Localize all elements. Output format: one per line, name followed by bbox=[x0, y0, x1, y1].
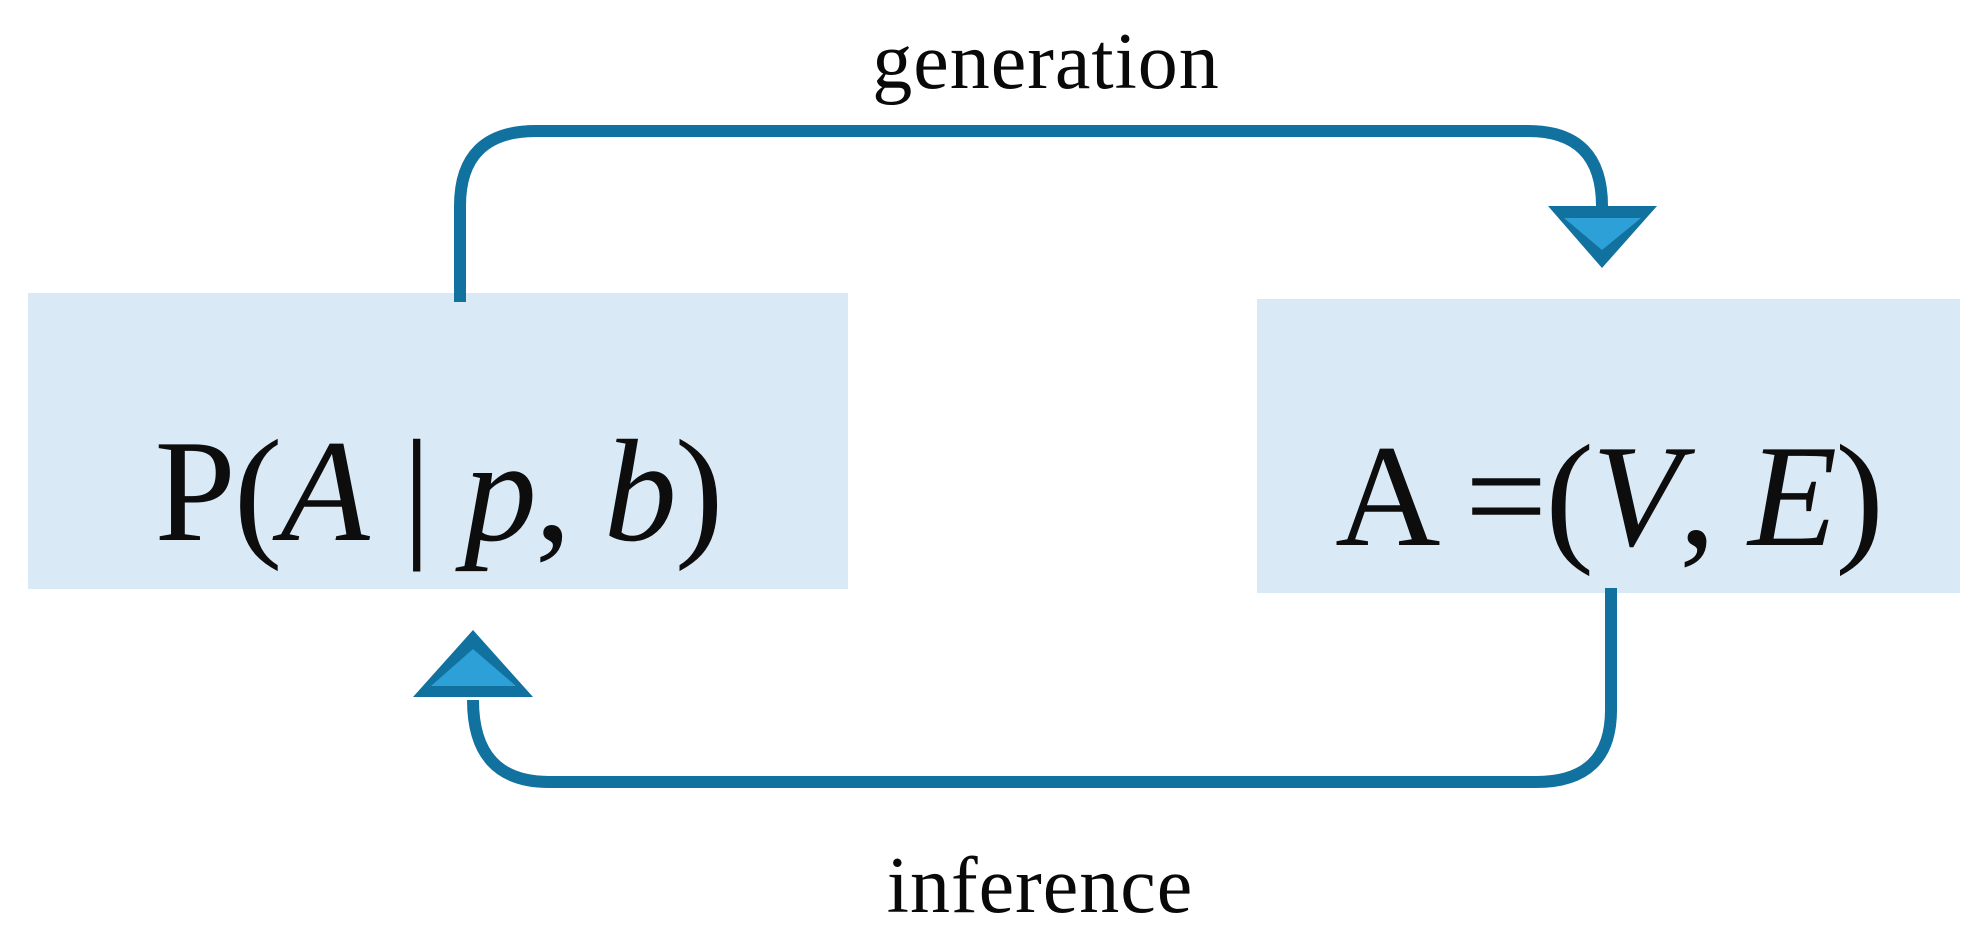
formula-part: b bbox=[603, 410, 677, 572]
generation-arrowhead-inner-icon bbox=[1564, 218, 1641, 250]
formula-part: | bbox=[367, 410, 464, 572]
formula-part: p bbox=[463, 410, 537, 572]
formula-part: ) bbox=[674, 410, 724, 572]
formula-part: , bbox=[1679, 415, 1749, 577]
right-box-formula: A =(V, E) bbox=[1335, 423, 1884, 569]
formula-part: V bbox=[1591, 415, 1681, 577]
formula-part: , bbox=[534, 410, 604, 572]
formula-part: E bbox=[1748, 415, 1837, 577]
formula-part: A =( bbox=[1335, 415, 1594, 577]
graph-definition-box: A =(V, E) bbox=[1257, 299, 1960, 593]
generation-arrow-line bbox=[454, 125, 1608, 302]
formula-part: A bbox=[280, 410, 369, 572]
inference-arrow-label: inference bbox=[886, 842, 1194, 930]
probability-distribution-box: P(A | p, b) bbox=[28, 293, 848, 589]
inference-arrow-line bbox=[467, 588, 1617, 788]
inference-arrowhead-inner-icon bbox=[431, 649, 516, 686]
inference-arrowhead-icon bbox=[413, 630, 533, 697]
formula-part: ) bbox=[1835, 415, 1884, 577]
generation-arrowhead-icon bbox=[1548, 206, 1657, 268]
generation-arrow-label: generation bbox=[872, 18, 1220, 106]
left-box-formula: P(A | p, b) bbox=[155, 418, 724, 564]
formula-part: P( bbox=[154, 410, 283, 572]
